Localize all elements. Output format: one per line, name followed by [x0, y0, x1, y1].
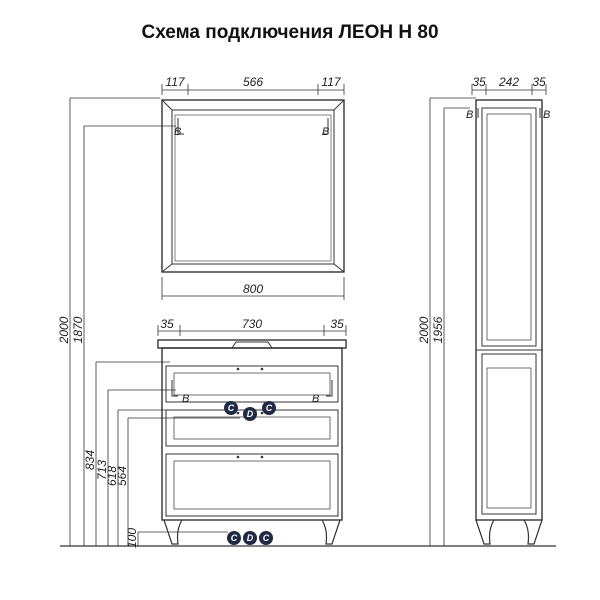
column-point-b-right: B: [543, 109, 550, 121]
mirror-dim-middle: 566: [243, 75, 263, 89]
column-point-b-left: B: [466, 109, 473, 121]
height-lines: [60, 97, 556, 547]
marker-c-right: C: [266, 403, 273, 413]
mirror-dim-right: 117: [321, 75, 341, 89]
column-dim-right: 35: [532, 75, 546, 89]
column-dimensions: [429, 84, 547, 546]
marker-c-bottom-right: C: [263, 533, 270, 543]
vanity-dim-left: 35: [160, 317, 174, 331]
mirror-dim-left: 117: [165, 75, 185, 89]
column-height-2000: 2000: [417, 316, 431, 344]
height-100: 100: [125, 528, 139, 548]
vanity-dim-middle: 730: [242, 317, 262, 331]
vanity-dim-right: 35: [330, 317, 344, 331]
marker-d: D: [247, 409, 254, 419]
vanity-dimensions: [157, 325, 347, 336]
marker-c-bottom-left: C: [231, 533, 238, 543]
diagram-title: Схема подключения ЛЕОН Н 80: [141, 22, 439, 43]
marker-d-bottom: D: [247, 533, 254, 543]
connection-markers-upper: [224, 401, 276, 421]
mirror-dimensions: [161, 84, 345, 300]
height-618: 618: [105, 466, 119, 486]
tall-column: [475, 99, 543, 545]
mirror-point-b-right: B: [322, 126, 329, 138]
column-dim-middle: 242: [498, 75, 519, 89]
vanity-point-b-left: B: [182, 393, 189, 405]
mirror-point-b-left: B: [174, 126, 181, 138]
mirror: [161, 99, 345, 273]
height-564: 564: [115, 466, 129, 486]
vanity-point-b-right: B: [312, 393, 319, 405]
height-2000-left: 2000: [57, 316, 71, 344]
height-1870: 1870: [71, 316, 85, 343]
column-height-1956: 1956: [431, 316, 445, 343]
marker-c-left: C: [228, 403, 235, 413]
mirror-dim-bottom: 800: [243, 282, 263, 296]
vanity-cabinet: [157, 339, 347, 545]
height-834: 834: [83, 450, 97, 470]
column-dim-left: 35: [472, 75, 486, 89]
height-713: 713: [95, 460, 109, 480]
connection-markers-lower: [227, 531, 273, 545]
